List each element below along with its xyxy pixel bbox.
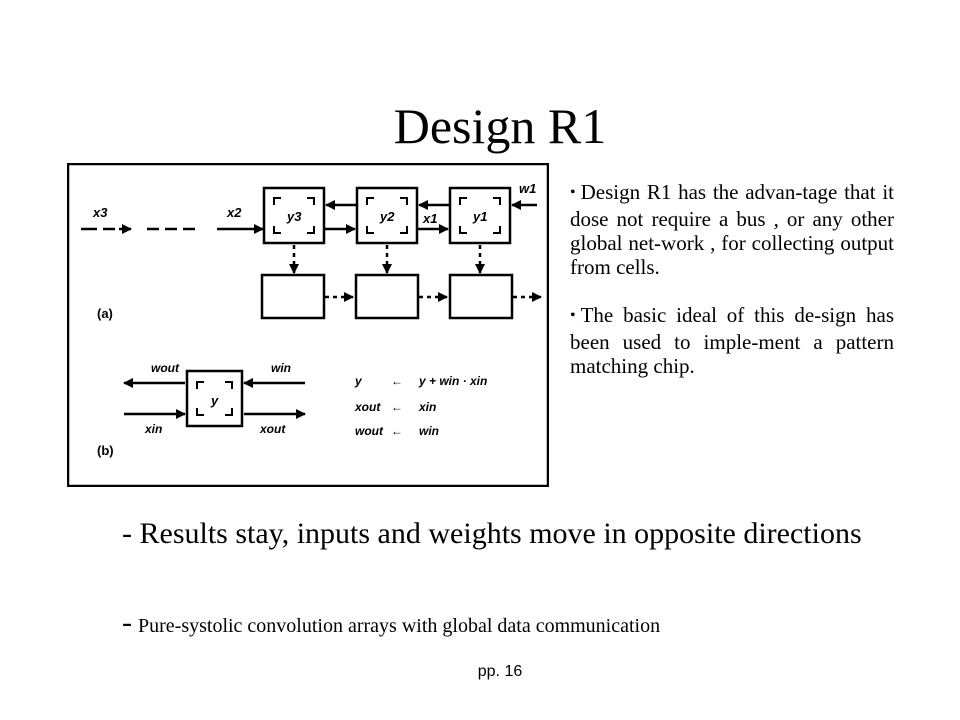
- summary-line-2-text: Pure-systolic convolution arrays with gl…: [138, 615, 661, 637]
- port-x-out: xout: [259, 422, 286, 436]
- bullet-item: •The basic ideal of this de-sign has bee…: [570, 303, 894, 378]
- cell-b-ports: [123, 378, 306, 419]
- port-x-in: xin: [144, 422, 162, 436]
- bullet-list: •Design R1 has the advan-tage that it do…: [570, 180, 894, 402]
- cell-label-y1: y1: [472, 209, 487, 224]
- cell-corners: [273, 197, 501, 234]
- weight-label-w1: w1: [519, 181, 536, 196]
- panel-label-b: (b): [97, 443, 114, 458]
- cell-label-y: y: [210, 393, 219, 408]
- summary-line-2: -Pure-systolic convolution arrays with g…: [122, 608, 882, 641]
- summary-dash: -: [122, 606, 132, 639]
- cell-label-y2: y2: [379, 209, 395, 224]
- slide-title: Design R1: [393, 98, 607, 154]
- eq2-lhs: xout: [354, 400, 381, 414]
- input-label-x1: x1: [422, 211, 437, 226]
- input-label-x2: x2: [226, 205, 242, 220]
- eq1-arrow: ←: [391, 374, 403, 388]
- bullet-dot-icon: •: [570, 184, 576, 201]
- output-cells: [260, 273, 514, 320]
- bullet-text: Design R1 has the advan-tage that it dos…: [570, 180, 894, 279]
- cell-label-y3: y3: [286, 209, 302, 224]
- port-w-out: wout: [151, 361, 180, 375]
- eq3-lhs: wout: [355, 424, 384, 438]
- equations: y ← y + win · xin xout ← xin wout ← win: [354, 374, 487, 438]
- eq1-rhs: y + win · xin: [418, 374, 487, 388]
- figure-frame: [67, 163, 549, 487]
- page-number: pp. 16: [477, 663, 523, 680]
- eq2-rhs: xin: [418, 400, 436, 414]
- eq1-lhs: y: [354, 374, 363, 388]
- input-label-x3: x3: [92, 205, 108, 220]
- eq2-arrow: ←: [391, 400, 403, 414]
- cell-b: [185, 369, 244, 428]
- bullet-dot-icon: •: [570, 307, 576, 324]
- output-links: [289, 245, 485, 274]
- bullet-text: The basic ideal of this de-sign has been…: [570, 303, 894, 378]
- summary-line-1: - Results stay, inputs and weights move …: [122, 517, 862, 550]
- systolic-array-figure: x3 x2 y3 y2 y1 w1 x1: [67, 163, 549, 487]
- eq3-rhs: win: [419, 424, 439, 438]
- eq3-arrow: ←: [391, 424, 403, 438]
- port-w-in: win: [271, 361, 291, 375]
- bullet-item: •Design R1 has the advan-tage that it do…: [570, 180, 894, 279]
- panel-label-a: (a): [97, 306, 113, 321]
